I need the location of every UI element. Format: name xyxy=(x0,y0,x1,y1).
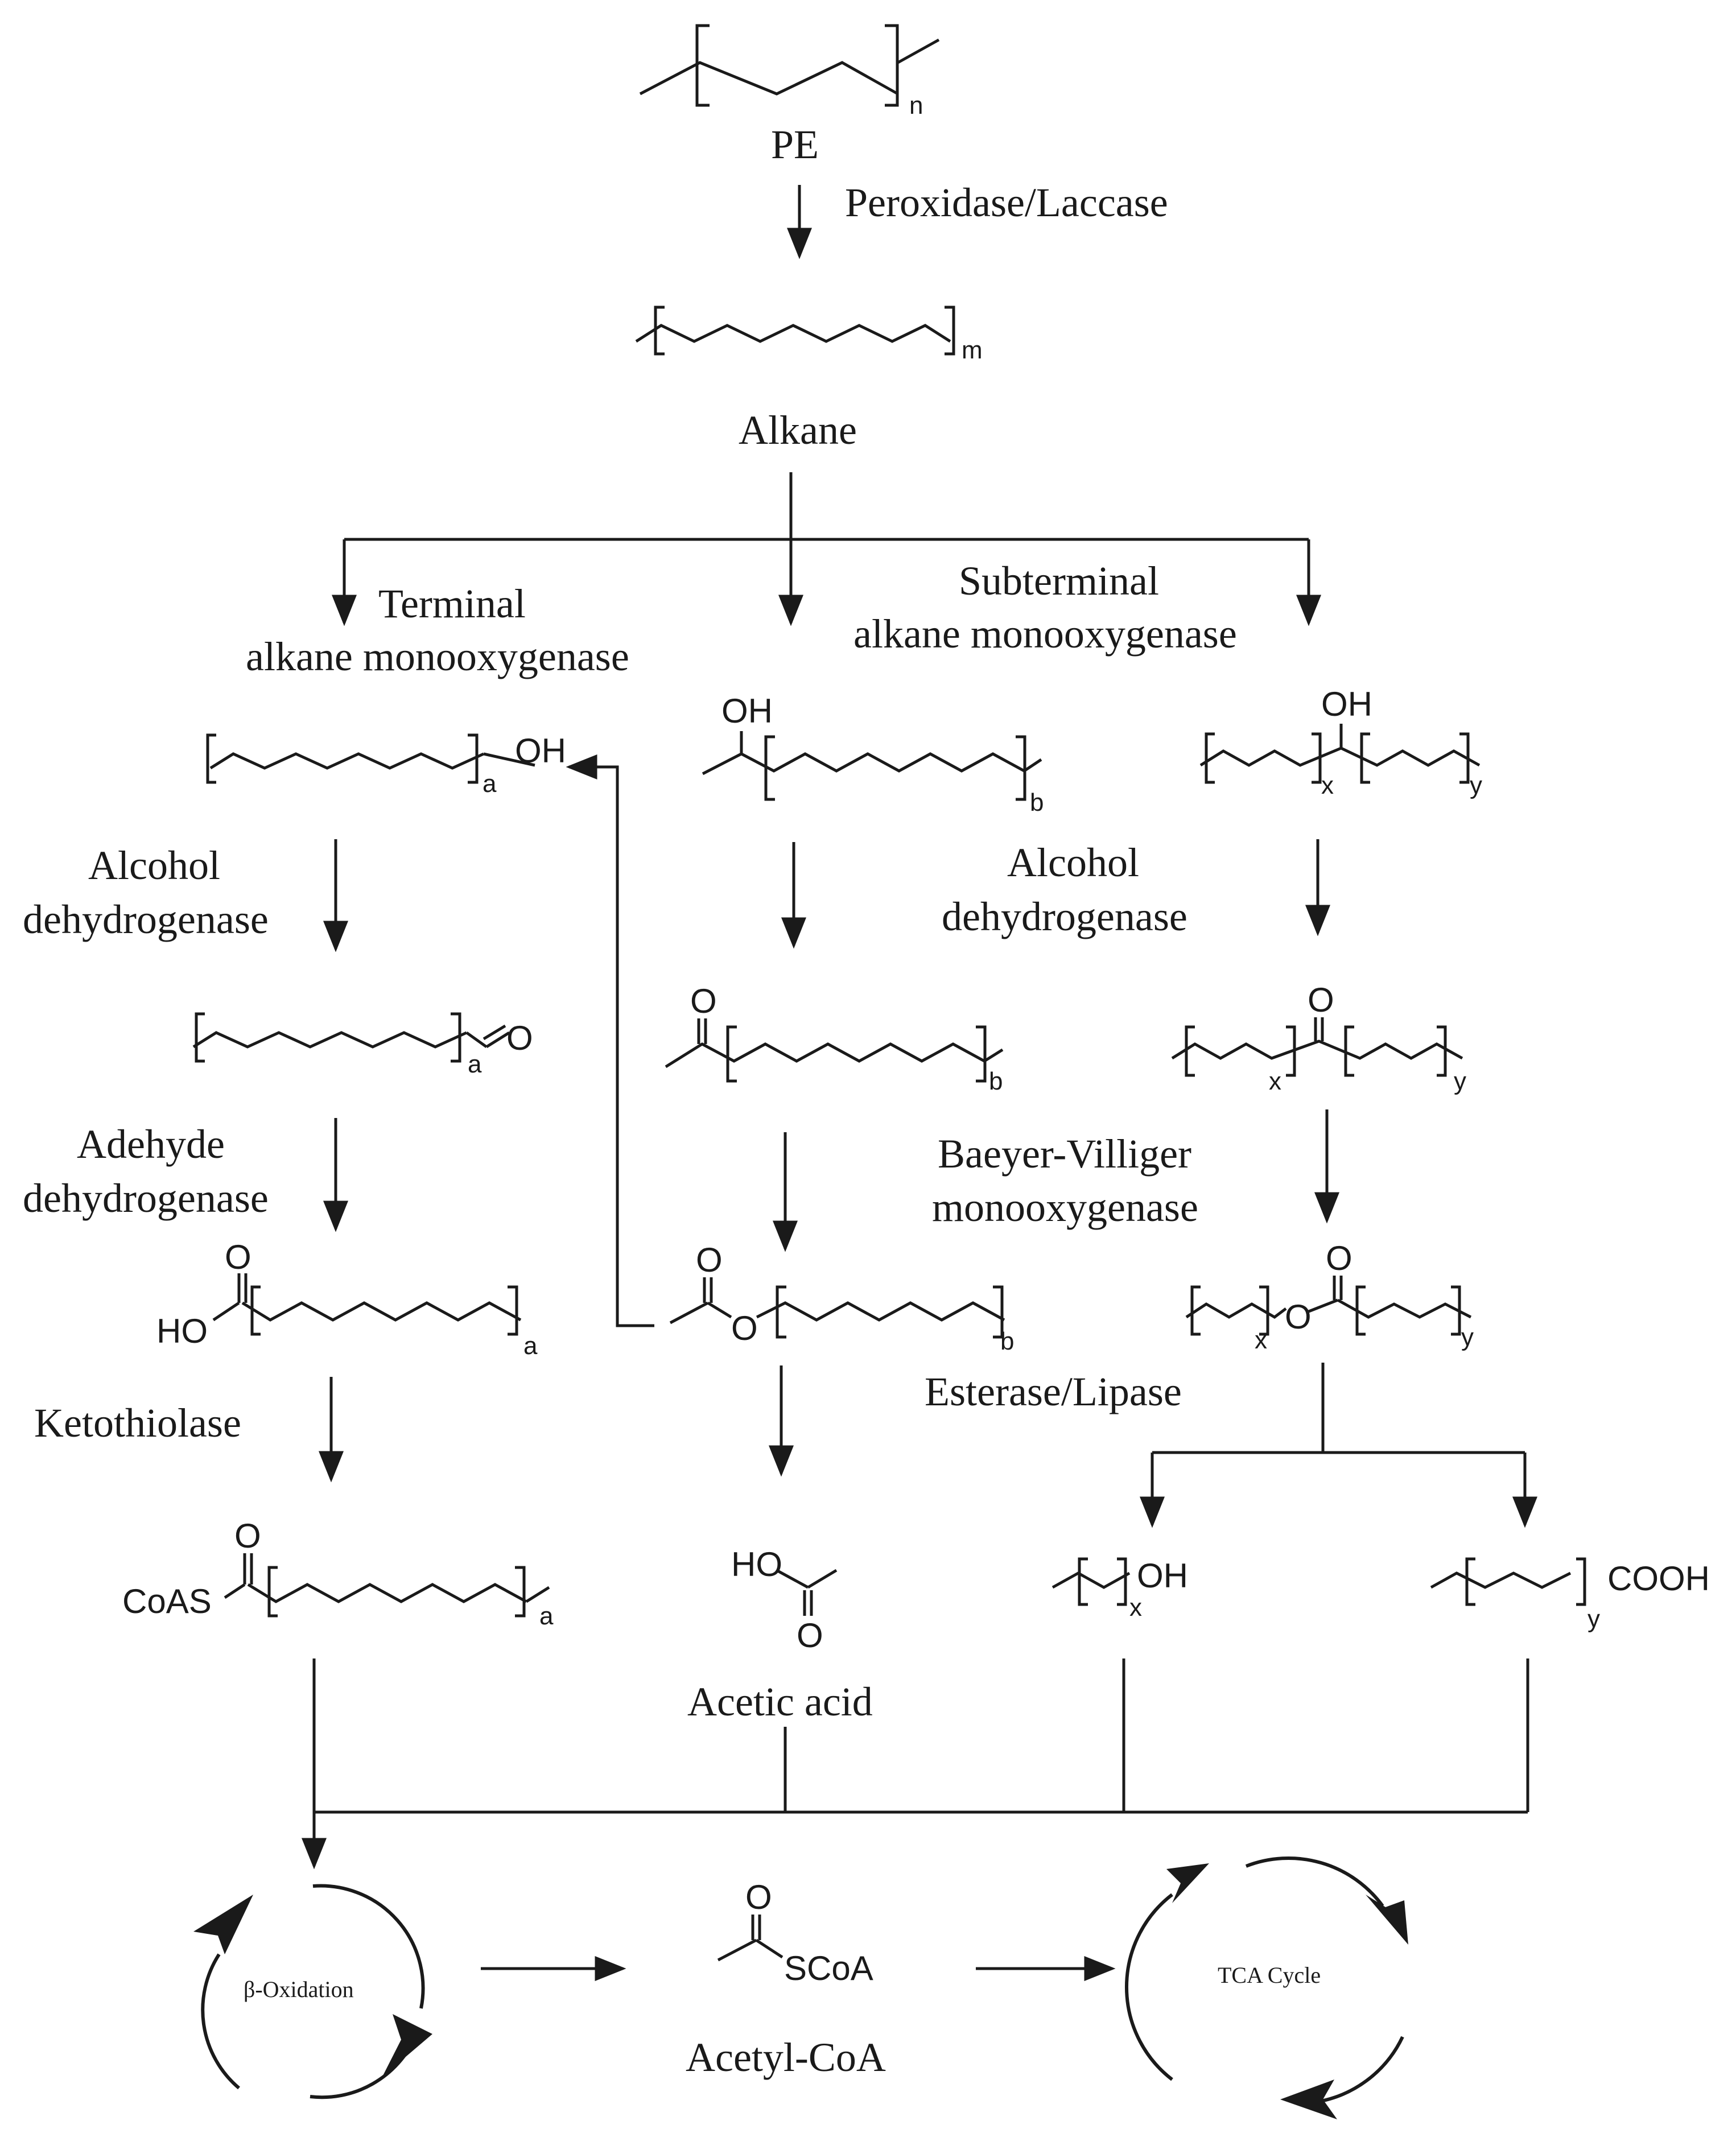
svg-text:O: O xyxy=(1308,981,1334,1019)
svg-text:O: O xyxy=(506,1019,533,1057)
peroxidase-label: Peroxidase/Laccase xyxy=(845,180,1168,225)
aldehyde-dh-line1: Adehyde xyxy=(77,1121,225,1167)
fatty-acid-structure: O HO a xyxy=(156,1238,538,1360)
internal-alcohol-structure: OH x y xyxy=(1199,685,1482,799)
primary-alcohol-structure: a OH xyxy=(206,732,566,798)
alcohol-dh-left-line2: dehydrogenase xyxy=(23,897,269,942)
svg-text:O: O xyxy=(1326,1239,1352,1277)
pe-structure: n xyxy=(639,24,940,119)
acetic-acid-label: Acetic acid xyxy=(687,1679,873,1724)
svg-text:OH: OH xyxy=(1321,685,1372,723)
acyl-coa-structure: CoAS O a xyxy=(122,1517,554,1630)
acetyl-coa-label: Acetyl-CoA xyxy=(686,2035,886,2080)
svg-text:O: O xyxy=(696,1241,723,1279)
alkane-branch-connectors xyxy=(332,472,1321,626)
svg-text:y: y xyxy=(1454,1067,1466,1095)
internal-ester-structure: O O x y xyxy=(1185,1239,1474,1354)
bv-label-line2: monooxygenase xyxy=(932,1185,1198,1230)
svg-text:OH: OH xyxy=(721,692,773,730)
svg-text:x: x xyxy=(1269,1067,1281,1095)
svg-text:a: a xyxy=(539,1602,554,1630)
svg-text:x: x xyxy=(1255,1326,1267,1354)
ester-split-connectors xyxy=(1140,1363,1537,1528)
svg-text:HO: HO xyxy=(731,1545,782,1583)
internal-ketone-structure: O x y xyxy=(1171,981,1466,1095)
acetyl-coa-structure: O SCoA xyxy=(717,1878,873,1987)
subterminal-label-line1: Subterminal xyxy=(959,558,1159,604)
beta-oxidation-cycle: β-Oxidation xyxy=(193,1884,432,2099)
beta-oxidation-label: β-Oxidation xyxy=(244,1977,354,2002)
methyl-ketone-structure: O b xyxy=(665,982,1004,1095)
terminal-label-line2: alkane monooxygenase xyxy=(246,634,629,679)
tca-cycle: TCA Cycle xyxy=(1124,1856,1408,2119)
svg-text:O: O xyxy=(234,1517,261,1555)
svg-text:O: O xyxy=(1285,1298,1312,1336)
svg-text:COOH: COOH xyxy=(1607,1559,1710,1598)
repeat-n: n xyxy=(909,92,923,119)
alkane-label: Alkane xyxy=(739,407,857,453)
svg-text:HO: HO xyxy=(156,1312,208,1350)
bv-label-line1: Baeyer-Villiger xyxy=(938,1131,1191,1177)
acetate-ester-structure: O O b xyxy=(669,1241,1014,1355)
pe-label: PE xyxy=(771,122,819,167)
repeat-m: m xyxy=(962,336,983,364)
svg-text:O: O xyxy=(745,1878,772,1916)
carboxylic-acid-product-structure: y COOH xyxy=(1430,1557,1710,1633)
subterminal-label-line2: alkane monooxygenase xyxy=(853,611,1237,657)
aldehyde-structure: a O xyxy=(192,1012,533,1078)
alcohol-product-structure: x OH xyxy=(1052,1557,1188,1622)
svg-text:a: a xyxy=(523,1332,538,1360)
svg-text:O: O xyxy=(690,982,717,1020)
svg-text:x: x xyxy=(1321,771,1334,799)
svg-text:O: O xyxy=(225,1238,251,1276)
svg-text:a: a xyxy=(468,1050,482,1078)
ketothiolase-label: Ketothiolase xyxy=(34,1400,241,1446)
alcohol-dh-right-line1: Alcohol xyxy=(1007,840,1139,885)
svg-text:OH: OH xyxy=(515,732,566,770)
svg-text:y: y xyxy=(1587,1605,1600,1633)
svg-text:y: y xyxy=(1470,771,1482,799)
svg-text:a: a xyxy=(483,770,497,798)
svg-text:O: O xyxy=(731,1309,758,1347)
esterase-label: Esterase/Lipase xyxy=(925,1369,1182,1414)
alkane-structure: m xyxy=(635,306,983,364)
svg-text:OH: OH xyxy=(1137,1557,1188,1595)
svg-text:CoAS: CoAS xyxy=(122,1582,212,1620)
alcohol-dh-left-line1: Alcohol xyxy=(88,843,220,888)
acetic-acid-structure: HO O xyxy=(731,1545,838,1655)
secondary-alcohol-structure: OH b xyxy=(702,692,1044,816)
svg-text:b: b xyxy=(1030,789,1044,816)
svg-text:b: b xyxy=(1000,1327,1014,1355)
arrow-ester-to-primary-alcohol xyxy=(566,754,654,1327)
alcohol-dh-right-line2: dehydrogenase xyxy=(942,894,1187,939)
svg-text:b: b xyxy=(989,1067,1003,1095)
svg-text:x: x xyxy=(1129,1594,1142,1622)
merge-connectors xyxy=(302,1658,1529,1870)
terminal-label-line1: Terminal xyxy=(378,581,526,626)
svg-text:y: y xyxy=(1461,1323,1474,1351)
svg-text:O: O xyxy=(797,1616,823,1655)
svg-text:SCoA: SCoA xyxy=(784,1949,873,1987)
aldehyde-dh-line2: dehydrogenase xyxy=(23,1175,269,1221)
tca-cycle-label: TCA Cycle xyxy=(1218,1962,1321,1988)
